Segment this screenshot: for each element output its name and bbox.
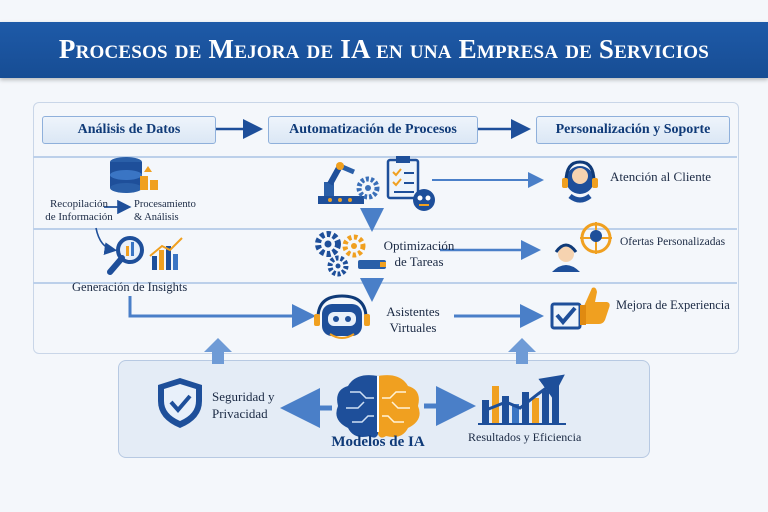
seguridad-label: Seguridad y Privacidad — [212, 388, 274, 422]
robot-arm-icon — [318, 162, 364, 204]
flow-arrow — [128, 296, 316, 328]
page-title: Procesos de Mejora de IA en una Empresa … — [58, 34, 710, 64]
label-line: Asistentes — [386, 304, 440, 319]
label-line: Optimización — [383, 238, 455, 253]
stage-personalizacion: Personalización y Soporte — [536, 116, 730, 144]
divider-line — [33, 282, 737, 284]
database-icon — [110, 157, 158, 193]
atencion-label: Atención al Cliente — [610, 169, 712, 184]
divider-line — [33, 228, 737, 230]
experiencia-label: Mejora de Experiencia — [616, 298, 730, 312]
asistentes-label: Asistentes Virtuales — [378, 304, 448, 336]
resultados-label: Resultados y Eficiencia — [468, 430, 582, 444]
support-agent-icon — [562, 160, 598, 203]
label-line: Procesamiento — [134, 199, 196, 210]
procesamiento-label: Procesamiento & Análisis — [134, 198, 196, 224]
chatbot-icon — [413, 189, 435, 211]
label-line: de Información — [45, 211, 113, 223]
label-line: Privacidad — [212, 406, 268, 421]
robot-assistant-icon — [314, 294, 370, 339]
gear-icon — [356, 176, 380, 200]
label-line: & Análisis — [134, 212, 179, 223]
label-line: de Tareas — [394, 254, 444, 269]
up-arrow — [204, 338, 536, 364]
magnifier-chart-icon — [107, 236, 183, 275]
ofertas-label: Ofertas Personalizadas — [620, 236, 726, 248]
label-line: Seguridad y — [212, 389, 275, 404]
label-line: Recopilación — [49, 198, 109, 210]
stage-automatizacion: Automatización de Procesos — [268, 116, 478, 144]
recopilacion-label: Recopilación de Información — [42, 198, 116, 224]
brain-icon — [336, 375, 420, 438]
personalized-offers-icon — [552, 222, 612, 272]
clipboard-checklist-icon — [386, 156, 420, 200]
results-chart-icon — [478, 374, 566, 425]
title-banner: Procesos de Mejora de IA en una Empresa … — [0, 22, 768, 78]
modelos-ia-label: Modelos de IA — [331, 434, 425, 450]
flow-arrow — [95, 227, 118, 255]
thumbs-up-check-icon — [550, 287, 610, 330]
optimizacion-label: Optimización de Tareas — [382, 238, 456, 270]
stage-analisis-datos: Análisis de Datos — [42, 116, 216, 144]
insights-label: Generación de Insights — [72, 280, 188, 294]
label-line: Virtuales — [389, 320, 437, 335]
gears-icon — [315, 231, 386, 277]
divider-line — [33, 156, 737, 158]
shield-icon — [158, 378, 202, 428]
